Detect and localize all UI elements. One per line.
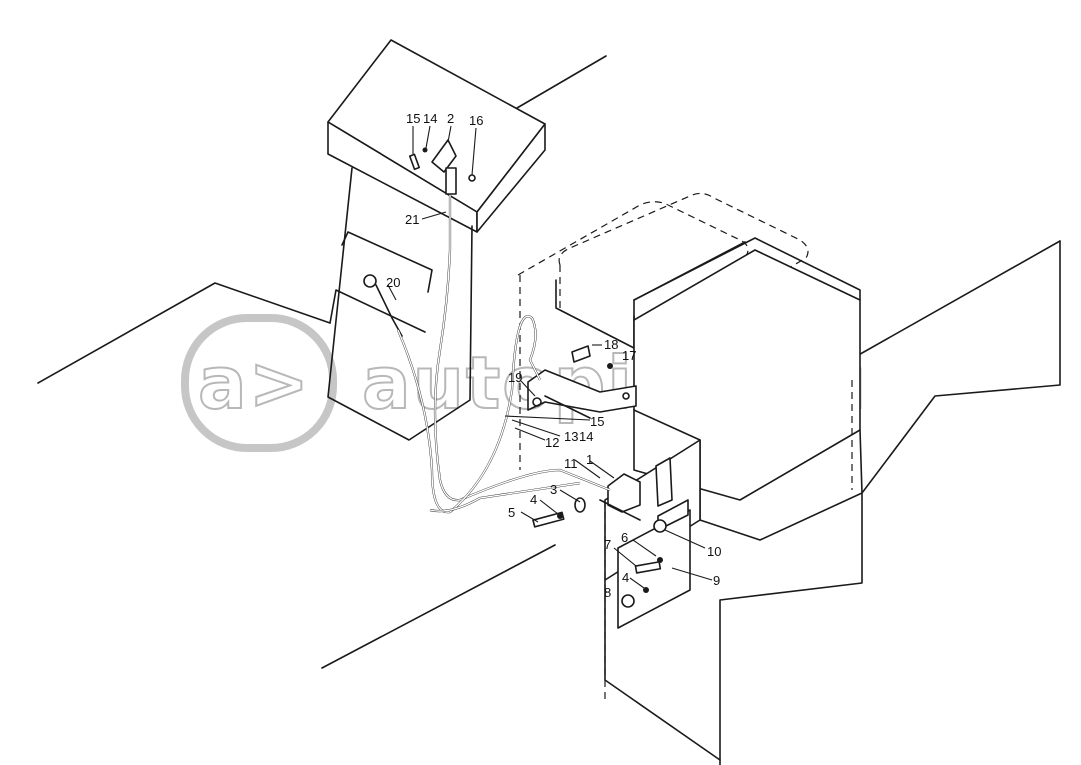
callout-12: 12	[545, 435, 559, 450]
callout-14: 14	[423, 111, 437, 126]
callout-9: 9	[713, 573, 720, 588]
control-cables	[396, 170, 641, 521]
callout-13: 13	[564, 429, 578, 444]
callout-15: 15	[406, 111, 420, 126]
callout-4: 4	[530, 492, 537, 507]
callout-21: 21	[405, 212, 419, 227]
leader-lines	[387, 125, 713, 589]
callout-15-lower: 15	[590, 414, 604, 429]
callout-4-lower: 4	[622, 570, 629, 585]
callout-10: 10	[707, 544, 721, 559]
svg-text:a>: a>	[198, 341, 311, 425]
lower-bracket	[607, 457, 673, 513]
callout-14-lower: 14	[579, 429, 593, 444]
callout-labels: 15 14 2 16 21 20 18 17 19 15 13 14 12 11…	[386, 111, 721, 600]
callout-17: 17	[622, 348, 636, 363]
callout-8: 8	[604, 585, 611, 600]
callout-2: 2	[447, 111, 454, 126]
tank-body	[517, 192, 863, 761]
callout-6: 6	[621, 530, 628, 545]
control-console	[327, 39, 546, 441]
hardware-parts	[408, 139, 667, 608]
callout-3: 3	[550, 482, 557, 497]
callout-18: 18	[604, 337, 618, 352]
callout-7: 7	[604, 537, 611, 552]
callout-11: 11	[564, 456, 578, 471]
callout-16: 16	[469, 113, 483, 128]
callout-20: 20	[386, 275, 400, 290]
callout-1: 1	[586, 452, 593, 467]
callout-19: 19	[508, 370, 522, 385]
callout-5: 5	[508, 505, 515, 520]
